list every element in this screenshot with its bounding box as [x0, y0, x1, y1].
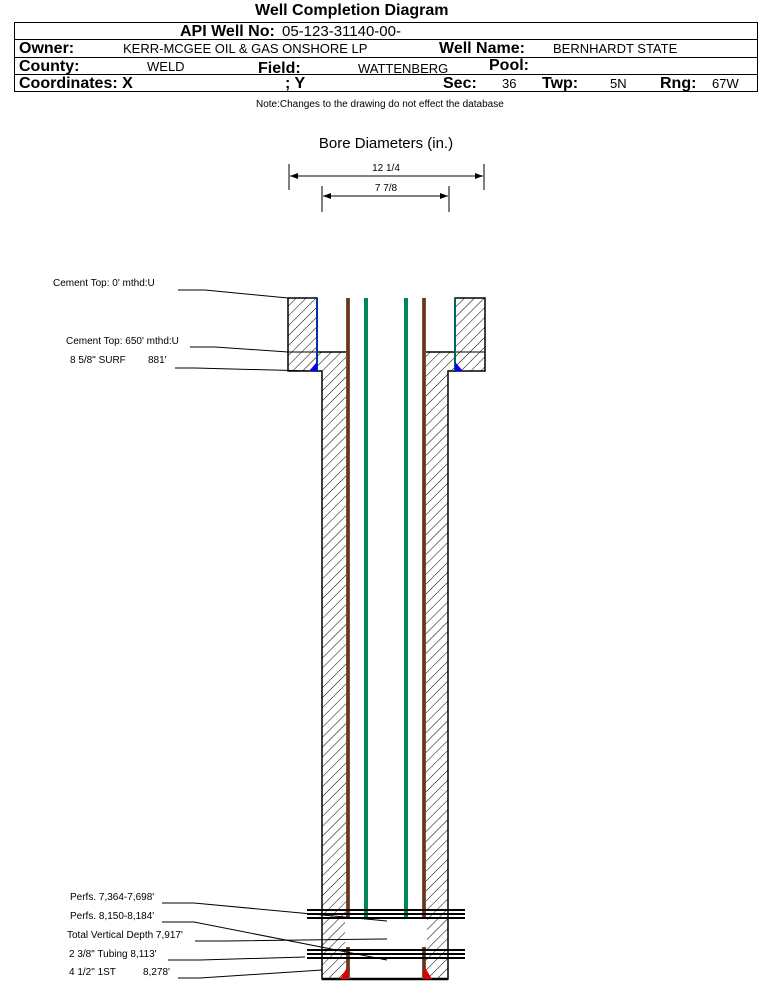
label-prod-casing: 4 1/2" 1ST: [69, 967, 116, 978]
label-surf-depth: 881': [148, 355, 167, 366]
sec-value: 36: [502, 76, 517, 91]
field-value: WATTENBERG: [358, 61, 449, 76]
well-header-table: API Well No: 05-123-31140-00- Owner: KER…: [14, 22, 758, 92]
rng-label: Rng:: [660, 75, 697, 92]
label-prod-depth: 8,278': [143, 967, 170, 978]
county-value: WELD: [147, 59, 185, 74]
coordinates-label: Coordinates: X: [19, 75, 133, 92]
label-perfs-1: Perfs. 7,364-7,698': [70, 892, 154, 903]
api-value: 05-123-31140-00-: [282, 23, 401, 40]
surface-shoe-right: [455, 362, 463, 371]
well-name-label: Well Name:: [439, 40, 525, 57]
well-name-value: BERNHARDT STATE: [553, 41, 678, 56]
label-tvd: Total Vertical Depth 7,917': [67, 930, 183, 941]
surface-shoe-left: [309, 362, 317, 371]
field-label: Field:: [258, 60, 301, 77]
label-surf-casing: 8 5/8" SURF: [70, 355, 126, 366]
owner-value: KERR-MCGEE OIL & GAS ONSHORE LP: [123, 41, 368, 56]
county-label: County:: [19, 58, 80, 75]
twp-label: Twp:: [542, 75, 579, 92]
perforations: [307, 909, 465, 959]
label-perfs-2: Perfs. 8,150-8,184': [70, 911, 154, 922]
leader-lines: [162, 289, 388, 979]
label-cement-top-2: Cement Top: 650' mthd:U: [66, 336, 179, 347]
production-casing: [340, 298, 432, 979]
tubing: [364, 298, 408, 947]
rng-value: 67W: [712, 76, 739, 91]
note: Note:Changes to the drawing do not effec…: [256, 99, 504, 110]
api-label: API Well No:: [180, 23, 275, 40]
pool-label: Pool:: [489, 57, 529, 74]
page-title: Well Completion Diagram: [255, 2, 449, 19]
production-cement: [316, 351, 456, 981]
label-cement-top-1: Cement Top: 0' mthd:U: [53, 278, 155, 289]
surface-cement: [287, 297, 486, 372]
coordinates-y-label: ; Y: [285, 75, 306, 92]
bore-dimensions: [288, 164, 485, 212]
label-tubing: 2 3/8" Tubing 8,113': [69, 949, 157, 960]
owner-label: Owner:: [19, 40, 75, 57]
sec-label: Sec:: [443, 75, 477, 92]
bore-title: Bore Diameters (in.): [319, 135, 453, 152]
bore-diameter-2: 7 7/8: [375, 183, 398, 194]
bore-diameter-1: 12 1/4: [372, 163, 400, 174]
twp-value: 5N: [610, 76, 627, 91]
